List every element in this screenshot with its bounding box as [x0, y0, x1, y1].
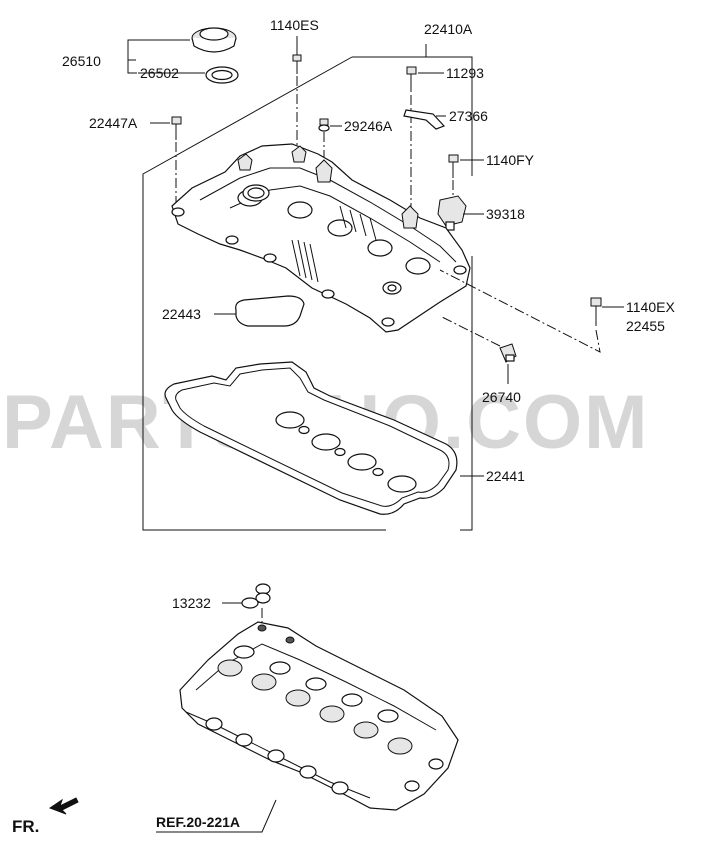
rocker-cover[interactable]: [171, 143, 471, 333]
bolt-1140ex[interactable]: [590, 297, 602, 326]
grommet-29246a[interactable]: [318, 118, 330, 132]
label-26502[interactable]: 26502: [140, 65, 179, 81]
arrow-down-left-icon: [48, 797, 79, 815]
bracket-27366[interactable]: [403, 109, 446, 130]
cylinder-head: [179, 621, 459, 811]
assembly-frame: [142, 44, 473, 531]
gasket-22443[interactable]: [235, 295, 305, 327]
label-29246a[interactable]: 29246A: [344, 118, 393, 134]
label-11293[interactable]: 11293: [446, 65, 484, 81]
reference-label[interactable]: REF.20-221A: [156, 814, 240, 830]
label-26510[interactable]: 26510: [62, 53, 101, 69]
switch-26740[interactable]: [499, 343, 517, 363]
label-39318[interactable]: 39318: [486, 206, 525, 222]
label-1140ex[interactable]: 1140EX: [626, 299, 675, 315]
label-27366[interactable]: 27366: [449, 108, 488, 124]
bolt-1140es[interactable]: [292, 54, 302, 74]
bolt-11293[interactable]: [406, 66, 417, 92]
sensor-39318[interactable]: [437, 195, 467, 231]
oring-13232[interactable]: [241, 583, 271, 609]
bolt-1140fy[interactable]: [448, 154, 459, 178]
label-22443[interactable]: 22443: [162, 306, 201, 322]
label-22441[interactable]: 22441: [486, 468, 525, 484]
label-1140es[interactable]: 1140ES: [270, 17, 319, 33]
oil-filler-cap[interactable]: [191, 27, 237, 53]
orientation-label: FR.: [12, 817, 39, 836]
label-13232[interactable]: 13232: [172, 595, 211, 611]
label-26740[interactable]: 26740: [482, 389, 521, 405]
label-22455[interactable]: 22455: [626, 318, 665, 334]
label-1140fy[interactable]: 1140FY: [486, 152, 535, 168]
gasket-22441[interactable]: [164, 361, 458, 515]
bolt-22447a[interactable]: [171, 116, 182, 140]
label-22410a[interactable]: 22410A: [424, 21, 473, 37]
label-22447a[interactable]: 22447A: [89, 115, 138, 131]
cap-gasket[interactable]: [205, 66, 239, 84]
